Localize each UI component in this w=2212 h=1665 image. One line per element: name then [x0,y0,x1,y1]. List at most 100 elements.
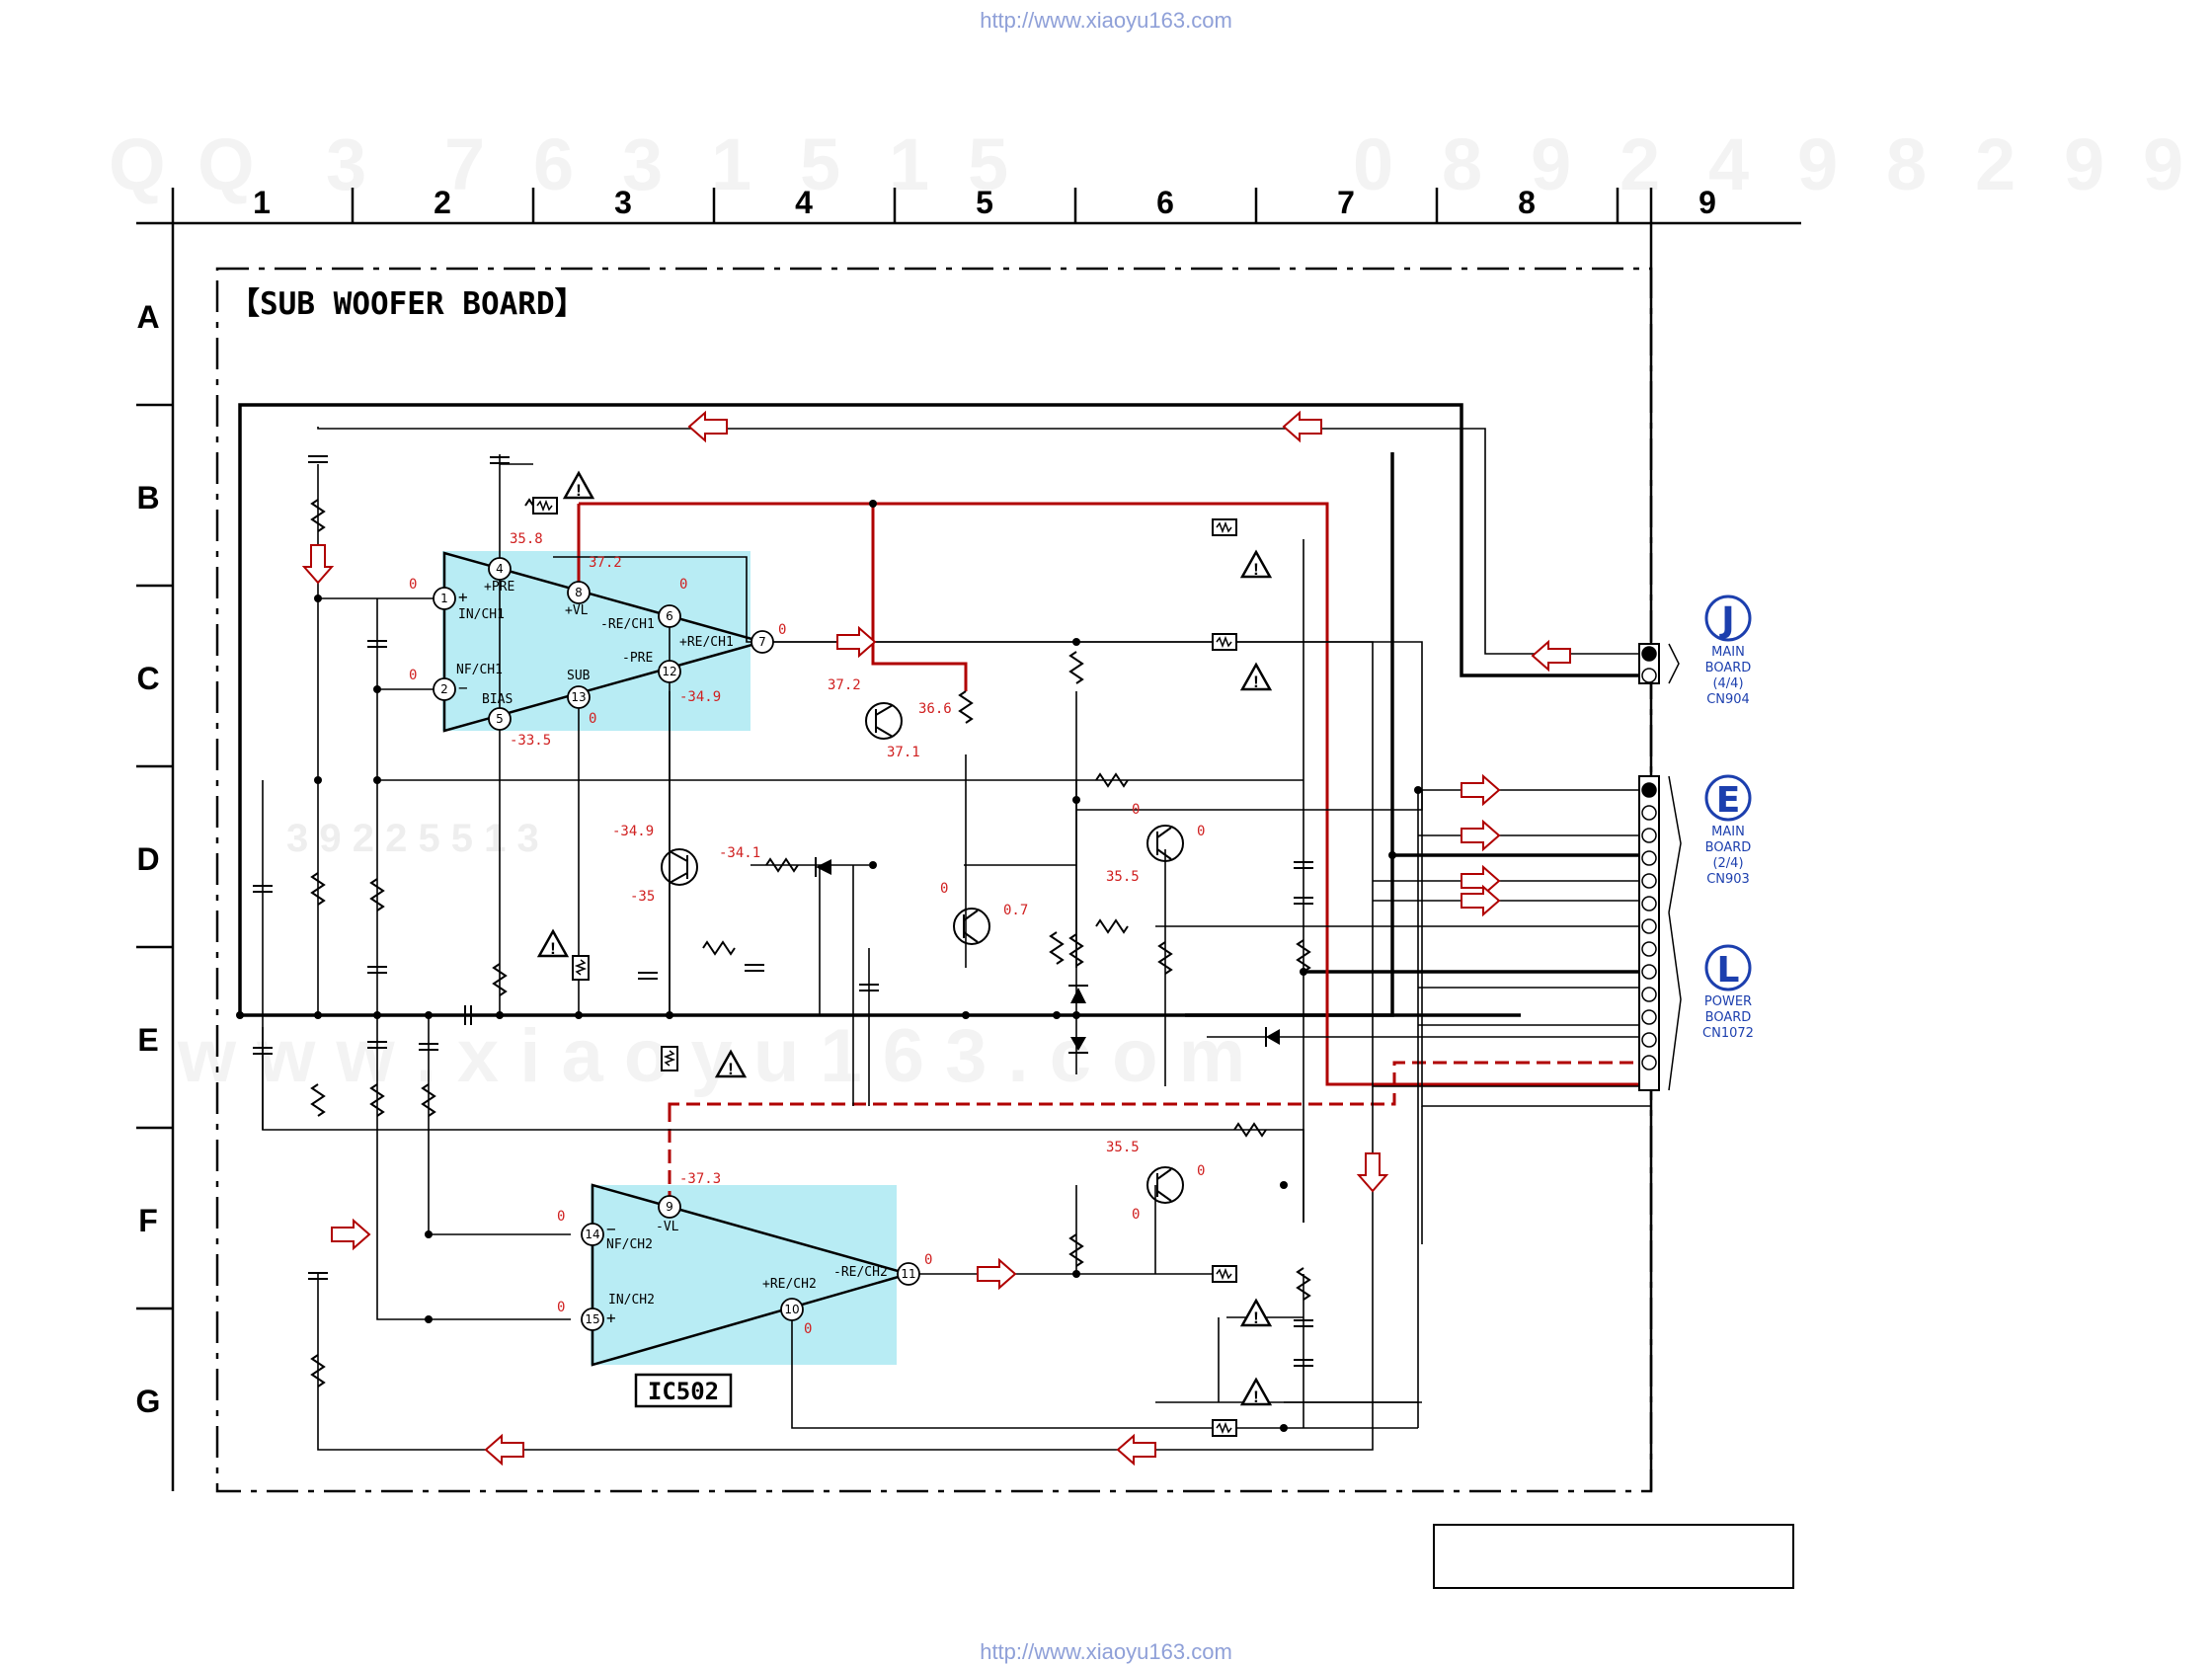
ic-pin-number: 1 [440,592,448,605]
ic-pin-name: NF/CH2 [606,1237,653,1252]
column-label: 4 [795,185,813,220]
ic-pin-number: 8 [575,586,583,599]
watermark-digit: 7 [444,123,485,205]
watermark-digit: 2 [1620,123,1660,205]
connector-letter: L [1717,950,1740,991]
connector-pin [1641,646,1657,662]
voltage-label: 0 [1197,1163,1205,1179]
watermark-digit: 4 [1708,123,1749,205]
ic-pin-name: BIAS [482,692,513,707]
voltage-label: -35 [630,889,655,905]
voltage-label: 0 [804,1321,812,1337]
board-outline [215,267,1653,1493]
watermark-digit: 9 [1797,123,1838,205]
minus-sign: − [458,678,468,697]
voltage-label: 0 [409,668,417,683]
voltage-label: 0.7 [1003,903,1028,918]
ic-pin-number: 9 [666,1200,673,1214]
ic-pins [433,557,920,1331]
column-label: 9 [1698,185,1716,220]
voltage-label: 0 [679,577,687,593]
voltage-label: 0 [557,1209,565,1225]
watermark-digit: 8 [1886,123,1927,205]
row-label: C [136,661,159,696]
watermark-mid-text: 3 9 2 2 5 5 1 3 [286,817,539,860]
connector-text: BOARD [1705,1010,1752,1025]
ic-pin-name: +RE/CH1 [679,635,734,650]
voltage-label: 0 [924,1252,932,1268]
connector-text: CN904 [1706,692,1750,707]
ic-pin-number: 15 [585,1312,599,1326]
column-label: 8 [1518,185,1536,220]
ic-pin-name: IN/CH2 [608,1293,655,1308]
ic-pin-name: SUB [567,669,591,683]
ic-pin-number: 7 [758,635,766,649]
voltage-label: 0 [1132,802,1140,818]
column-label: 1 [253,185,271,220]
ic-pin-name: +VL [565,603,589,618]
ic-pin-number: 12 [662,665,676,678]
ic-pin-number: 6 [666,609,673,623]
row-label: E [137,1022,158,1058]
watermark-digit: Q [198,123,255,205]
connector-text: BOARD [1705,840,1752,855]
connector-pin [1641,873,1657,889]
ic-ch1-amplifier [442,551,767,733]
voltage-label: -34.1 [719,845,760,861]
row-label: A [136,299,159,335]
connector-pin [1641,805,1657,821]
thick-wires [238,403,1647,1017]
connector-letter: E [1716,780,1741,821]
ic-ch1-region [442,551,750,731]
ic-pin-number: 10 [784,1303,799,1316]
ic-ch2-region [591,1185,897,1365]
plus-sign: + [606,1308,616,1327]
diode [815,857,1280,1054]
voltage-label: 0 [589,711,596,727]
minus-sign: − [606,1220,616,1238]
ic-pin-name: +RE/CH2 [762,1277,817,1292]
watermark-digit: 8 [1442,123,1482,205]
connector-pin [1641,782,1657,798]
connector-pin [1641,918,1657,934]
voltage-label: 0 [409,577,417,593]
column-label: 7 [1337,185,1355,220]
connector-pin [1641,941,1657,957]
connector-pin [1641,1009,1657,1025]
connector-pin [1641,896,1657,912]
voltage-label: -34.9 [612,824,654,839]
connector-pins [1641,646,1657,1070]
ic-pin-number: 5 [496,712,504,726]
watermark-digit: Q [109,123,166,205]
column-label: 2 [434,185,451,220]
voltage-label: 0 [1197,824,1205,839]
connector-pin [1641,964,1657,980]
watermark-digit: 6 [533,123,574,205]
voltage-label: 0 [940,881,948,897]
power-rail-wires [577,502,1647,1086]
connector-text: (4/4) [1712,676,1743,691]
note-box [1433,1524,1794,1589]
connector-pin [1641,987,1657,1002]
connector-pin [1641,1032,1657,1048]
voltage-label: 37.2 [589,555,622,571]
connector-text: MAIN [1711,825,1745,839]
ic-pin-number: 13 [571,690,586,704]
column-label: 5 [976,185,993,220]
connector-pin [1641,850,1657,866]
connector-brackets [1668,643,1682,1091]
watermark-digit: 9 [1531,123,1571,205]
connector-text: BOARD [1705,661,1752,675]
row-label: B [136,480,159,515]
watermark-digit: 1 [711,123,751,205]
transistor [661,702,1184,1204]
ic-pin-name: NF/CH1 [456,663,503,677]
connector-text: (2/4) [1712,856,1743,871]
grid-frame [136,188,1801,1491]
voltage-label: 0 [778,622,786,638]
connector-labels: J MAIN BOARD (4/4) CN904 E MAIN BOARD (2… [1702,595,1754,1041]
connector-pin [1641,828,1657,843]
board-title: 【SUB WOOFER BOARD】 [229,286,586,322]
ic-label: IC502 [648,1378,719,1405]
watermark-url-bottom: http://www.xiaoyu163.com [980,1639,1232,1664]
